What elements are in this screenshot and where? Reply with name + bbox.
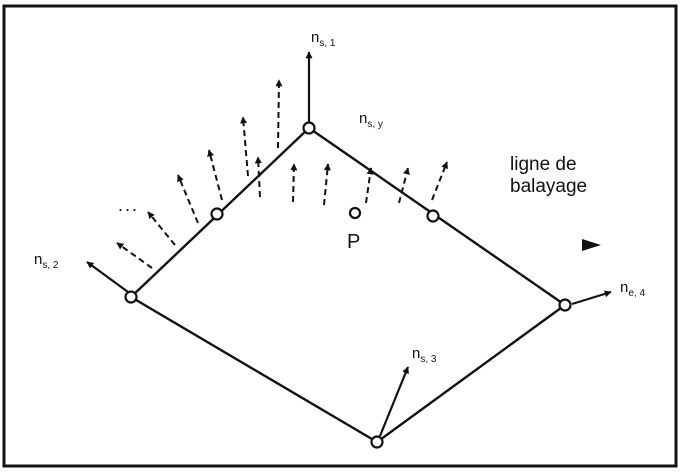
label-n-e4-sub: e, 4 [628,288,646,299]
label-n-s3-sub: s, 3 [420,354,437,365]
label-n-sy-sub: s, y [367,119,383,130]
interpolated-normals-scanline [254,156,448,206]
label-n-s1-sub: s, 1 [319,38,336,49]
polygon-outline [130,127,566,444]
label-n-s2-sub: s, 2 [42,260,59,271]
label-n-e4: ne, 4 [620,280,645,299]
label-n-sy: ns, y [359,111,383,130]
vertex-top [302,121,316,135]
label-n-s2: ns, 2 [34,252,58,271]
normal-vector-n-e4 [571,290,612,306]
normal-vector-n-s3 [378,366,410,437]
polygon-vertices [124,121,572,449]
scan-line-arrow [582,239,601,251]
point-p-marker [348,206,362,220]
vertex-right [558,298,572,312]
label-n-s3-base: n [412,345,421,362]
label-point-p: P [347,231,361,253]
label-n-s1: ns, 1 [311,30,335,49]
label-n-s2-base: n [34,251,43,268]
interpolated-normals-left-edge [116,79,283,269]
scanline-right-point [426,209,440,223]
normal-vector-n-s2 [86,261,129,293]
vertex-normals [86,51,612,437]
figure-border [2,4,678,468]
label-n-e4-base: n [620,279,629,296]
label-scan-line-2: balayage [510,176,588,197]
label-n-s3: ns, 3 [412,346,436,365]
scanline-left-point [210,207,224,221]
label-scan-line-1: ligne de [510,154,577,175]
label-n-sy-base: n [359,110,368,127]
label-ellipsis: ... [118,195,140,215]
label-n-s1-base: n [311,29,320,46]
vertex-bottom [370,435,384,449]
vertex-left [124,290,138,304]
